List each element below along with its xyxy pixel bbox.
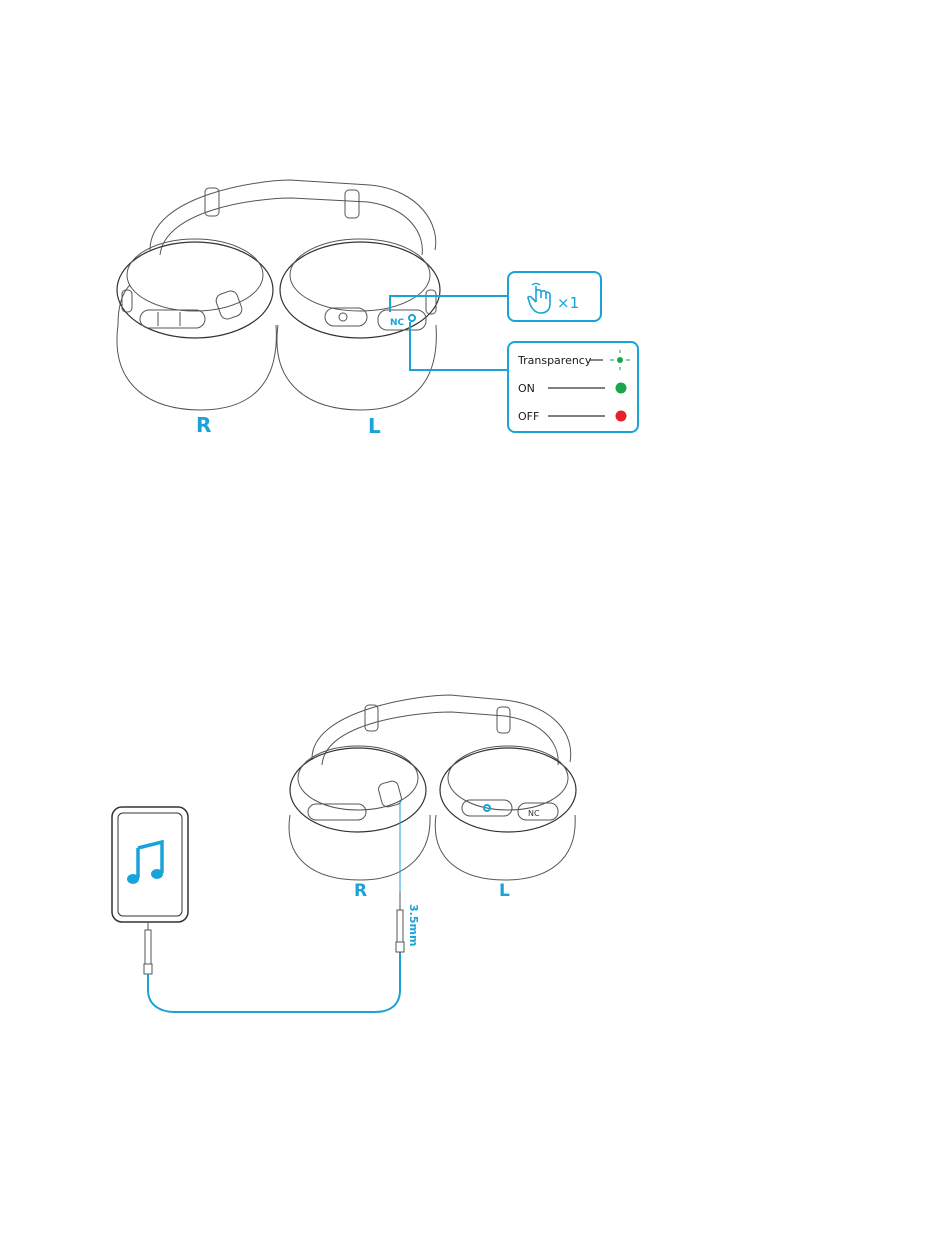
usb-port (214, 289, 244, 321)
state-on-label: ON (518, 382, 535, 395)
phone (112, 807, 188, 922)
left-earcup: NC (277, 239, 440, 410)
right-earcup-2 (289, 746, 430, 880)
control-buttons (140, 310, 205, 328)
label-left-side: L (368, 414, 381, 438)
aux-port (377, 780, 403, 808)
right-earcup (117, 239, 276, 410)
finger-tap-icon (528, 283, 550, 313)
led-indicator (409, 315, 415, 321)
state-transparency-label: Transparency (517, 354, 592, 367)
state-legend: Transparency ON OFF (508, 342, 638, 432)
green-led-icon (616, 383, 627, 394)
left-earcup-2: NC (435, 746, 576, 880)
figure-nc-mode: NC R L ×1 Transparency (117, 180, 638, 438)
led-callout-line (410, 322, 508, 370)
label-right-side-2: R (354, 881, 367, 901)
state-off-label: OFF (518, 410, 539, 423)
headband-2 (312, 695, 571, 765)
cable-size-label: 3.5mm (407, 904, 420, 946)
red-led-icon (616, 411, 627, 422)
figure-wired-connection: NC R L 3.5mm (112, 695, 576, 1012)
nc-button-label: NC (390, 318, 405, 328)
press-count: ×1 (557, 294, 579, 312)
blinking-green-led-icon (610, 350, 630, 370)
nc-button-label-2: NC (528, 809, 540, 818)
label-left-side-2: L (499, 881, 510, 901)
press-callout: ×1 (508, 272, 601, 321)
headband (150, 180, 436, 255)
label-right-side: R (196, 413, 211, 437)
